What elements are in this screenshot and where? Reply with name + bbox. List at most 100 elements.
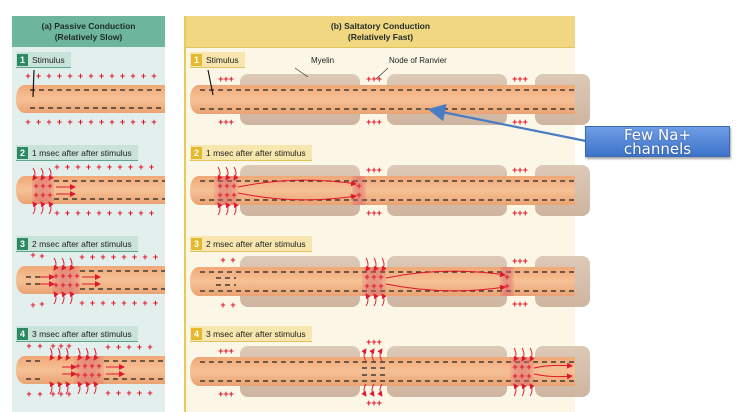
positive-charge: + (231, 181, 236, 191)
node-positive-charge: +++ (366, 117, 382, 127)
positive-charge: + (47, 181, 52, 191)
node-positive-charge: +++ (512, 165, 528, 175)
field-arrow (93, 381, 99, 395)
node-positive-charge: +++ (366, 398, 382, 408)
positive-charge: + (74, 271, 79, 281)
node-positive-charge: +++ (218, 74, 234, 84)
field-arrow (233, 202, 239, 216)
step-text: Stimulus (32, 54, 65, 65)
positive-charge: + (126, 388, 131, 398)
field-arrow (32, 201, 38, 215)
positive-charge: + (96, 370, 101, 380)
field-arrow (69, 257, 75, 271)
positive-charge: + (78, 71, 83, 81)
field-arrow (77, 347, 83, 361)
field-arrow (529, 383, 535, 397)
positive-charge: + (132, 252, 137, 262)
stimulus-pointer (32, 69, 35, 98)
field-arrow (513, 347, 519, 362)
field-arrow (57, 381, 63, 395)
positive-charge: + (53, 271, 58, 281)
node-positive-charge: +++ (512, 299, 528, 309)
field-arrow (53, 257, 59, 271)
saltatory-current-arrow (533, 362, 573, 369)
positive-charge: + (86, 208, 91, 218)
positive-charge: + (60, 280, 65, 290)
few-na-channels-callout: Few Na+ channels (585, 126, 730, 157)
field-arrow (65, 381, 71, 395)
positive-charge: + (364, 272, 369, 282)
positive-charge: + (149, 162, 154, 172)
field-arrow (85, 347, 91, 361)
saltatory-current-arrow (533, 373, 573, 380)
node-leader (375, 67, 389, 80)
passive-conduction-panel: (a) Passive Conduction (Relatively Slow)… (12, 16, 165, 412)
positive-charge: + (230, 255, 235, 265)
positive-charge: + (39, 299, 44, 309)
field-arrow (48, 201, 54, 215)
positive-charge: + (82, 361, 87, 371)
passive-step-4-label: 4 3 msec after after stimulus (16, 326, 138, 342)
positive-charge: + (58, 389, 63, 399)
step-number: 1 (191, 53, 202, 66)
step-number: 4 (191, 327, 202, 340)
field-arrow (40, 167, 46, 181)
positive-charge: + (30, 300, 35, 310)
callout-pointer-arrow (427, 103, 587, 143)
depolarized-region (362, 267, 386, 296)
positive-charge: + (33, 190, 38, 200)
passive-axon (16, 266, 165, 294)
positive-charge: + (141, 71, 146, 81)
depolarized-region (214, 176, 238, 205)
field-arrow (217, 166, 223, 181)
positive-charge: + (111, 298, 116, 308)
positive-charge: + (65, 162, 70, 172)
positive-charge: + (66, 389, 71, 399)
positive-charge: + (75, 162, 80, 172)
positive-charge: + (100, 252, 105, 262)
saltatory-conduction-header: (b) Saltatory Conduction (Relatively Fas… (186, 16, 575, 48)
positive-charge: + (26, 389, 31, 399)
positive-charge: + (364, 281, 369, 291)
positive-charge: + (128, 162, 133, 172)
passive-title: (a) Passive Conduction (41, 20, 136, 31)
depolarized-region (32, 176, 54, 204)
positive-charge: + (47, 190, 52, 200)
positive-charge: + (50, 341, 55, 351)
positive-charge: + (67, 71, 72, 81)
positive-charge: + (519, 362, 524, 372)
positive-charge: + (117, 208, 122, 218)
field-arrow (49, 381, 55, 395)
step-text: 3 msec after after stimulus (32, 328, 132, 339)
positive-charge: + (36, 71, 41, 81)
positive-charge: + (107, 162, 112, 172)
field-arrow (57, 347, 63, 361)
node-positive-charge: +++ (366, 208, 382, 218)
positive-charge: + (105, 342, 110, 352)
positive-charge: + (88, 71, 93, 81)
node-positive-charge: +++ (366, 337, 382, 347)
field-arrow (381, 257, 387, 272)
callout-line-2: channels (623, 139, 692, 158)
positive-charge: + (57, 71, 62, 81)
positive-charge: + (25, 117, 30, 127)
node-positive-charge: +++ (512, 256, 528, 266)
saltatory-title: (b) Saltatory Conduction (330, 20, 431, 31)
field-arrow (53, 291, 59, 305)
saltatory-step-4-label: 4 3 msec after after stimulus (190, 326, 312, 342)
positive-charge: + (40, 181, 45, 191)
positive-charge: + (224, 190, 229, 200)
field-arrow (529, 347, 535, 362)
field-arrow (49, 347, 55, 361)
field-arrow (381, 293, 387, 307)
node-positive-charge: +++ (366, 165, 382, 175)
positive-charge: + (67, 117, 72, 127)
positive-charge: + (54, 162, 59, 172)
positive-charge: + (37, 389, 42, 399)
step-text: Stimulus (206, 54, 239, 65)
step-number: 3 (17, 237, 28, 250)
positive-charge: + (151, 117, 156, 127)
positive-charge: + (86, 162, 91, 172)
node-positive-charge: +++ (512, 117, 528, 127)
positive-charge: + (89, 361, 94, 371)
